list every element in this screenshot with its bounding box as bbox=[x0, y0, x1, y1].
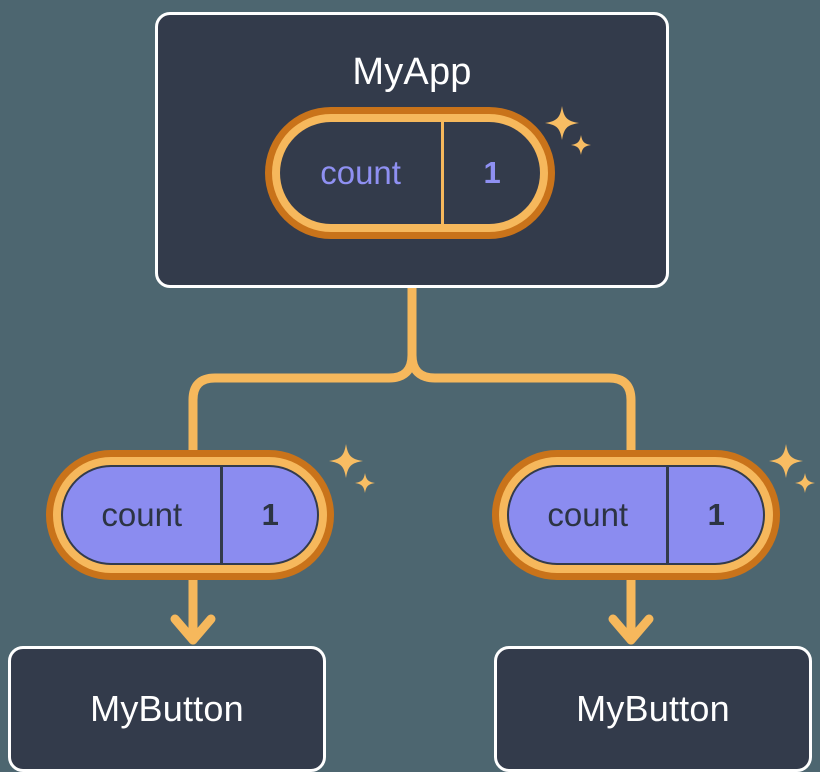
sparkle-icon bbox=[355, 473, 375, 493]
sparkle-icon bbox=[795, 473, 815, 493]
sparkle-icon bbox=[769, 444, 803, 478]
state-pill-body: count 1 bbox=[280, 122, 540, 224]
mybutton-card-left[interactable]: MyButton bbox=[8, 646, 326, 772]
state-pill-left[interactable]: count 1 bbox=[46, 450, 334, 580]
myapp-title: MyApp bbox=[352, 51, 472, 93]
state-pill-ring: count 1 bbox=[53, 457, 327, 573]
state-key-label: count bbox=[320, 154, 401, 191]
mybutton-card-right[interactable]: MyButton bbox=[494, 646, 812, 772]
mybutton-label: MyButton bbox=[90, 688, 244, 729]
state-pill-body: count 1 bbox=[61, 465, 319, 565]
state-pill-ring: count 1 bbox=[272, 114, 548, 232]
state-key-label: count bbox=[101, 496, 183, 533]
state-pill-body: count 1 bbox=[507, 465, 765, 565]
state-pill-right[interactable]: count 1 bbox=[492, 450, 780, 580]
state-pill-myapp[interactable]: count 1 bbox=[265, 107, 555, 239]
state-pill-ring: count 1 bbox=[499, 457, 773, 573]
arrow-down-icon bbox=[608, 614, 654, 645]
branch-to-right bbox=[407, 350, 636, 455]
branch-to-left bbox=[188, 350, 417, 455]
state-value-label: 1 bbox=[666, 467, 763, 563]
state-value-label: 1 bbox=[220, 467, 317, 563]
sparkle-icon bbox=[329, 444, 363, 478]
arrow-down-icon bbox=[170, 614, 216, 645]
mybutton-label: MyButton bbox=[576, 688, 730, 729]
state-value-label: 1 bbox=[441, 122, 540, 224]
state-key-label: count bbox=[547, 496, 629, 533]
